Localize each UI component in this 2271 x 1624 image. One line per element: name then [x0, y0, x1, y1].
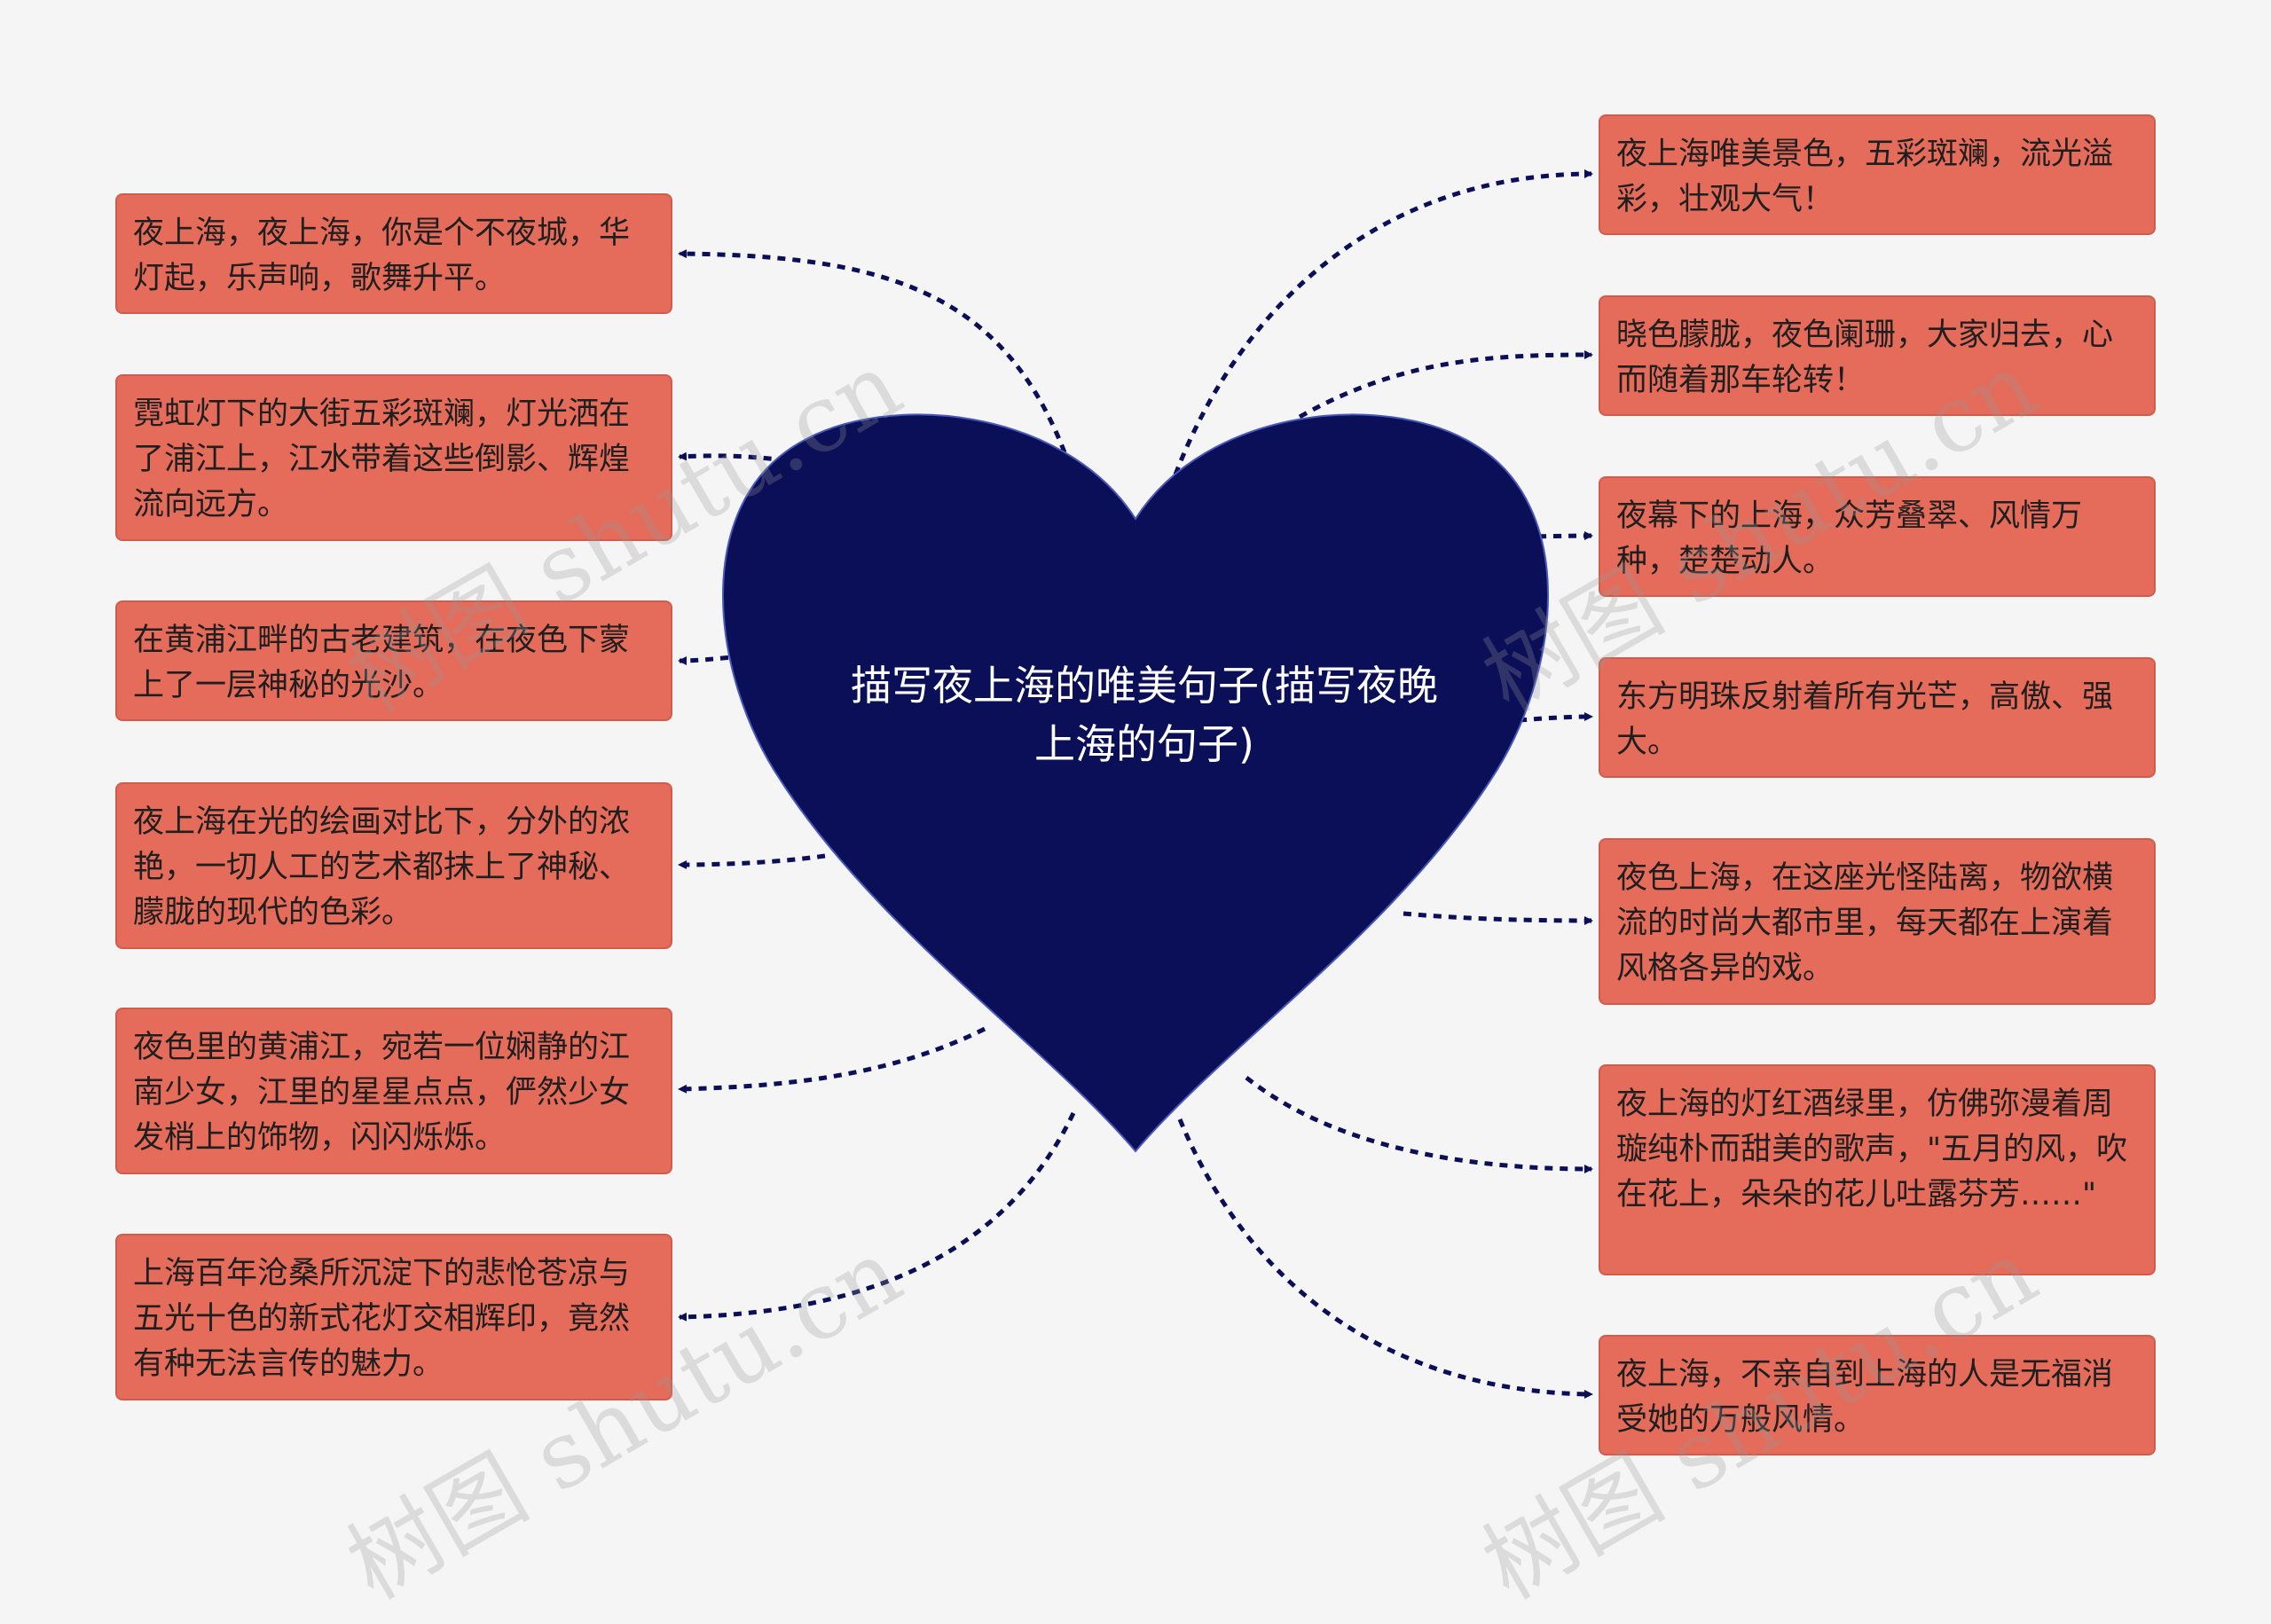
connector-arrow [1177, 1118, 1593, 1399]
connector-arrow [1173, 169, 1593, 475]
left-node-4[interactable]: 夜上海在光的绘画对比下，分外的浓艳，一切人工的艺术都抹上了神秘、朦胧的现代的色彩… [115, 782, 672, 949]
left-node-5[interactable]: 夜色里的黄浦江，宛若一位娴静的江南少女，江里的星星点点，俨然少女发梢上的饰物，闪… [115, 1008, 672, 1174]
connector-arrow [1518, 712, 1593, 723]
connector-arrow [678, 1026, 986, 1094]
heart-shape [722, 413, 1549, 1153]
connector-layer [678, 169, 1593, 1399]
connector-arrow [678, 853, 826, 869]
mind-map-canvas: 描写夜上海的唯美句子(描写夜晚上海的句子) 夜上海，夜上海，你是个不夜城，华灯起… [115, 114, 2156, 1620]
connector-arrow [1403, 911, 1593, 925]
left-node-3[interactable]: 在黄浦江畔的古老建筑，在夜色下蒙上了一层神秘的光沙。 [115, 600, 672, 721]
right-node-4[interactable]: 东方明珠反射着所有光芒，高傲、强大。 [1599, 657, 2156, 778]
connector-arrow [1507, 531, 1593, 541]
right-node-6[interactable]: 夜上海的灯红酒绿里，仿佛弥漫着周璇纯朴而甜美的歌声，"五月的风，吹在花上，朵朵的… [1599, 1064, 2156, 1275]
right-node-1[interactable]: 夜上海唯美景色，五彩斑斓，流光溢彩，壮观大气！ [1599, 114, 2156, 235]
left-node-1[interactable]: 夜上海，夜上海，你是个不夜城，华灯起，乐声响，歌舞升平。 [115, 193, 672, 314]
connector-arrow [678, 1111, 1076, 1322]
right-node-7[interactable]: 夜上海，不亲自到上海的人是无福消受她的万般风情。 [1599, 1335, 2156, 1455]
left-node-6[interactable]: 上海百年沧桑所沉淀下的悲怆苍凉与五光十色的新式花灯交相辉印，竟然有种无法言传的魅… [115, 1234, 672, 1400]
connector-arrow [1298, 350, 1593, 420]
connector-arrow [1245, 1076, 1593, 1173]
central-topic[interactable]: 描写夜上海的唯美句子(描写夜晚上海的句子) [851, 662, 1438, 768]
left-node-2[interactable]: 霓虹灯下的大街五彩斑斓，灯光洒在了浦江上，江水带着这些倒影、辉煌流向远方。 [115, 374, 672, 541]
right-node-2[interactable]: 晓色朦胧，夜色阑珊，大家归去，心而随着那车轮转！ [1599, 295, 2156, 416]
right-node-3[interactable]: 夜幕下的上海，众芳叠翠、风情万种，楚楚动人。 [1599, 476, 2156, 597]
right-node-5[interactable]: 夜色上海，在这座光怪陆离，物欲横流的时尚大都市里，每天都在上演着风格各异的戏。 [1599, 838, 2156, 1005]
connector-arrow [678, 249, 1067, 453]
